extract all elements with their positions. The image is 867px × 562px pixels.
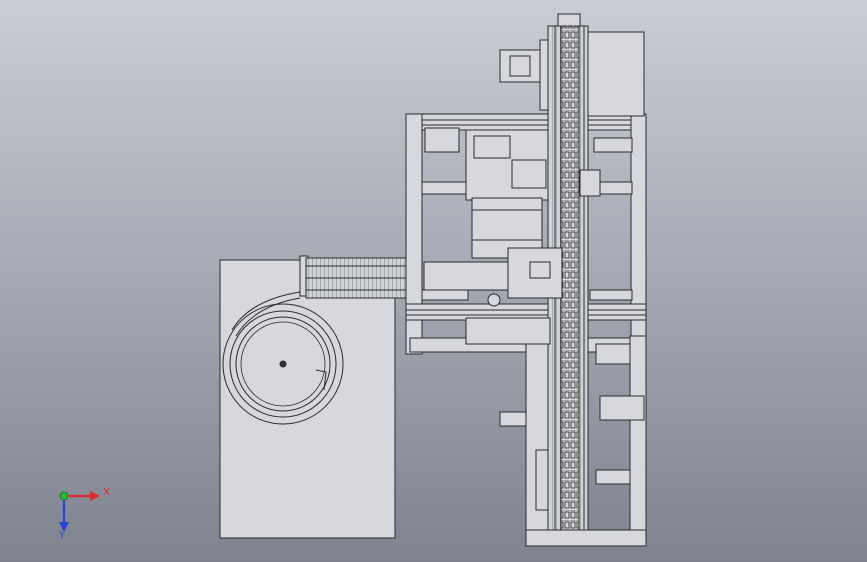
main-frame-lower [465, 317, 647, 547]
pick-place-mechanism [465, 129, 601, 307]
feeder-track [299, 255, 510, 299]
vibratory-bowl [222, 291, 344, 425]
axis-origin [59, 491, 69, 501]
axis-x-arrow [90, 491, 100, 501]
machine-assembly [219, 13, 647, 547]
axis-y-arrow [59, 522, 69, 532]
axis-y-label: Y [59, 530, 66, 541]
coordinate-triad [59, 491, 100, 532]
axis-x-label: X [103, 487, 110, 498]
